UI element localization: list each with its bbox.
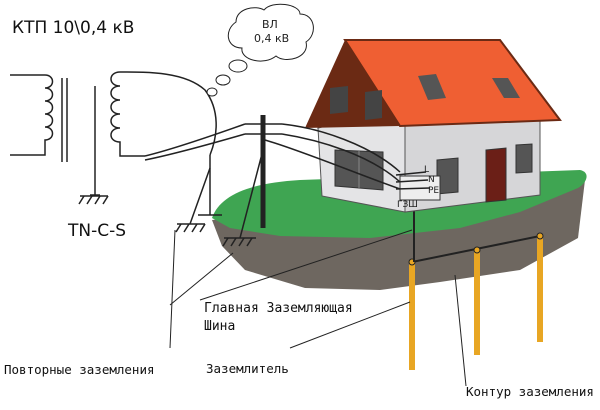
line-label-n: N <box>428 175 435 185</box>
callout-main-bus-line2: Шина <box>204 319 235 334</box>
ktp-title: КТП 10\0,4 кВ <box>12 18 134 38</box>
line-label-pe: PE <box>428 186 439 196</box>
cloud-line2: 0,4 кВ <box>254 32 289 45</box>
callout-repeat-grounding: Повторные заземления <box>4 362 155 377</box>
callout-main-bus-line1: Главная Заземляющая <box>204 301 353 316</box>
callout-ground-loop: Контур заземления <box>466 384 594 399</box>
callout-ground-electrode: Заземлитель <box>206 361 289 376</box>
ground-rods <box>408 205 544 370</box>
vl-cloud: ВЛ 0,4 кВ <box>206 3 314 97</box>
callout-lines <box>169 229 467 387</box>
transformer-symbol <box>10 71 217 205</box>
system-label: TN-C-S <box>67 221 126 241</box>
panel-label: ГЗШ <box>397 200 418 210</box>
cloud-line1: ВЛ <box>262 18 278 31</box>
overhead-line <box>144 115 401 247</box>
line-label-l: L <box>424 165 429 175</box>
service-entrance: L N PE ГЗШ <box>395 165 441 210</box>
house <box>305 39 562 213</box>
